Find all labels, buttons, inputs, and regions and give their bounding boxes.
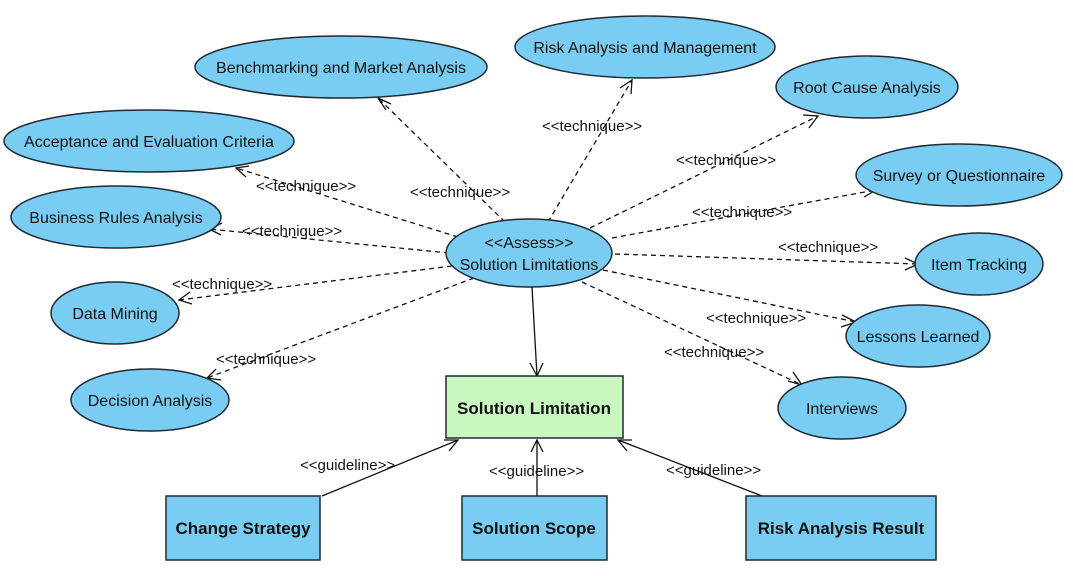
dep-data-mining: [178, 265, 453, 301]
arrowhead-acceptance: [234, 165, 250, 178]
use-case-decision-analysis-shape: [70, 368, 230, 432]
box-risk-analysis-result-label: Risk Analysis Result: [758, 519, 925, 538]
arrowhead-benchmarking: [376, 96, 392, 111]
dep-lessons-learned: [602, 269, 857, 323]
dep-root-cause: [589, 115, 819, 229]
box-solution-limitation-shape: [445, 375, 624, 439]
technique-dependencies: [177, 78, 920, 387]
box-risk-analysis-result[interactable]: Risk Analysis Result: [745, 495, 937, 561]
stereotype-labels: <<technique>> <<technique>> <<technique>…: [172, 118, 878, 480]
use-case-item-tracking-label: Item Tracking: [931, 257, 1027, 274]
box-risk-analysis-result-shape: [745, 495, 937, 561]
use-case-item-tracking-shape: [914, 232, 1044, 296]
use-case-root-cause[interactable]: Root Cause Analysis: [775, 55, 959, 119]
label-technique-lessons-learned: <<technique>>: [706, 310, 806, 327]
use-case-interviews[interactable]: Interviews: [777, 376, 907, 440]
use-case-center-line1: <<Assess>>: [485, 235, 574, 252]
use-case-risk-analysis-mgmt-shape: [514, 15, 776, 79]
label-technique-root-cause: <<technique>>: [676, 152, 776, 169]
dep-item-tracking: [614, 253, 919, 265]
label-guideline-solution-scope: <<guideline>>: [489, 463, 584, 480]
arrowhead-risk-analysis-result: [616, 439, 632, 452]
use-case-risk-analysis-mgmt[interactable]: Risk Analysis and Management: [514, 15, 776, 79]
arrowhead-risk-analysis-mgmt: [619, 78, 633, 95]
label-technique-item-tracking: <<technique>>: [778, 239, 878, 256]
use-case-acceptance-shape: [3, 109, 295, 173]
use-case-survey-label: Survey or Questionnaire: [873, 168, 1046, 185]
label-guideline-risk-analysis-result: <<guideline>>: [666, 462, 761, 479]
arrowhead-interviews: [787, 371, 804, 387]
label-technique-data-mining: <<technique>>: [172, 276, 272, 293]
use-case-business-rules-shape: [10, 185, 222, 249]
box-solution-limitation[interactable]: Solution Limitation: [445, 375, 624, 439]
box-solution-limitation-label: Solution Limitation: [457, 399, 611, 418]
label-technique-survey: <<technique>>: [692, 204, 792, 221]
label-technique-interviews: <<technique>>: [664, 344, 764, 361]
arrowhead-change-strategy: [444, 439, 460, 452]
use-case-center-shape: [445, 218, 613, 288]
use-case-data-mining[interactable]: Data Mining: [50, 281, 180, 345]
use-case-business-rules-label: Business Rules Analysis: [29, 210, 202, 227]
arrowhead-decision-analysis: [205, 368, 222, 381]
label-technique-benchmarking: <<technique>>: [410, 184, 510, 201]
label-guideline-change-strategy: <<guideline>>: [300, 457, 395, 474]
box-solution-scope-label: Solution Scope: [472, 519, 596, 538]
use-case-root-cause-label: Root Cause Analysis: [793, 80, 941, 97]
use-case-benchmarking[interactable]: Benchmarking and Market Analysis: [194, 35, 488, 99]
use-case-interviews-label: Interviews: [806, 401, 878, 418]
use-case-lessons-learned-label: Lessons Learned: [857, 329, 980, 346]
label-technique-business-rules: <<technique>>: [242, 223, 342, 240]
use-case-survey[interactable]: Survey or Questionnaire: [855, 143, 1063, 207]
box-change-strategy-shape: [165, 495, 321, 561]
box-change-strategy[interactable]: Change Strategy: [165, 495, 321, 561]
box-solution-scope[interactable]: Solution Scope: [461, 495, 608, 561]
use-case-survey-shape: [855, 143, 1063, 207]
use-case-interviews-shape: [777, 376, 907, 440]
use-case-center-line2: Solution Limitations: [460, 257, 599, 274]
guide-change-strategy: [321, 439, 459, 497]
dep-acceptance: [235, 167, 459, 238]
assoc-center-to-limitation: [531, 286, 538, 377]
use-case-data-mining-shape: [50, 281, 180, 345]
guide-risk-analysis-result: [617, 439, 763, 497]
use-case-lessons-learned[interactable]: Lessons Learned: [845, 304, 991, 368]
label-technique-acceptance: <<technique>>: [256, 178, 356, 195]
dep-interviews: [581, 281, 803, 386]
solid-associations: [321, 286, 763, 497]
use-case-risk-analysis-mgmt-label: Risk Analysis and Management: [533, 40, 757, 57]
use-case-center-assess[interactable]: <<Assess>> Solution Limitations: [445, 218, 613, 288]
use-case-data-mining-label: Data Mining: [72, 306, 157, 323]
dep-decision-analysis: [206, 277, 475, 379]
use-case-item-tracking[interactable]: Item Tracking: [914, 232, 1044, 296]
artifact-boxes: Solution Limitation Change Strategy Solu…: [165, 375, 937, 561]
use-case-benchmarking-label: Benchmarking and Market Analysis: [216, 60, 466, 77]
dep-benchmarking: [377, 97, 506, 223]
arrowhead-root-cause: [802, 114, 820, 129]
use-case-decision-analysis[interactable]: Decision Analysis: [70, 368, 230, 432]
use-case-acceptance-label: Acceptance and Evaluation Criteria: [24, 134, 274, 151]
dep-business-rules: [208, 228, 450, 254]
use-case-lessons-learned-shape: [845, 304, 991, 368]
use-case-root-cause-shape: [775, 55, 959, 119]
dep-risk-analysis-mgmt: [547, 79, 633, 223]
label-technique-risk-analysis-mgmt: <<technique>>: [542, 118, 642, 135]
use-case-acceptance[interactable]: Acceptance and Evaluation Criteria: [3, 109, 295, 173]
box-solution-scope-shape: [461, 495, 608, 561]
arrowhead-data-mining: [177, 291, 193, 305]
use-case-benchmarking-shape: [194, 35, 488, 99]
use-case-business-rules[interactable]: Business Rules Analysis: [10, 185, 222, 249]
use-case-decision-analysis-label: Decision Analysis: [88, 393, 213, 410]
box-change-strategy-label: Change Strategy: [175, 519, 311, 538]
label-technique-decision-analysis: <<technique>>: [216, 351, 316, 368]
use-cases: Benchmarking and Market Analysis Risk An…: [3, 15, 1063, 440]
arrowhead-solution-scope: [530, 438, 544, 453]
